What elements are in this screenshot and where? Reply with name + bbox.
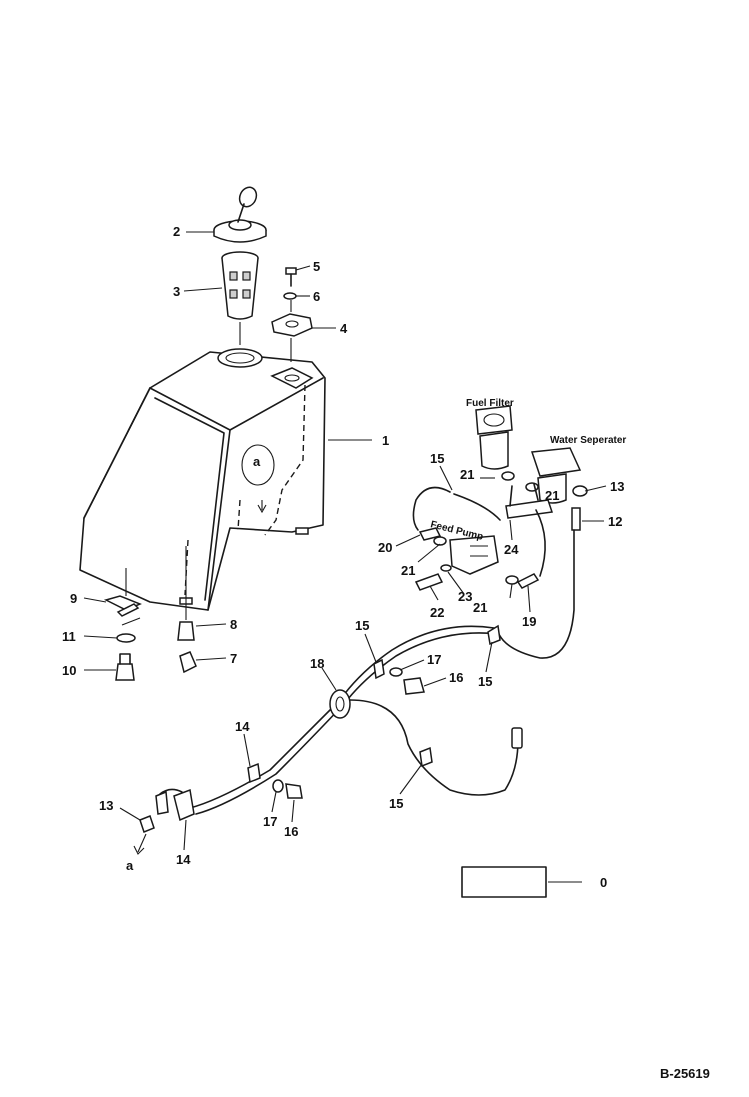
callout-1: 1 (382, 433, 389, 448)
callout-15c: 15 (478, 674, 492, 689)
drain-parts (103, 546, 197, 681)
callout-5: 5 (313, 259, 320, 274)
callout-0: 0 (600, 875, 607, 890)
filter-hoses (412, 486, 575, 659)
filler-cap (213, 186, 267, 243)
callout-10: 10 (62, 663, 76, 678)
callout-12: 12 (608, 514, 622, 529)
callout-17b: 17 (263, 814, 277, 829)
callout-13a: 13 (610, 479, 624, 494)
leader-lines (83, 231, 607, 883)
callout-7: 7 (230, 651, 237, 666)
callout-3: 3 (173, 284, 180, 299)
callout-21b: 21 (545, 488, 559, 503)
water-separator (525, 447, 588, 531)
filter-bracket (505, 483, 553, 519)
callout-9: 9 (70, 591, 77, 606)
part-0-box (461, 866, 547, 898)
callout-15d: 15 (389, 796, 403, 811)
callout-23: 23 (458, 589, 472, 604)
callout-13b: 13 (99, 798, 113, 813)
callout-14a: 14 (235, 719, 250, 734)
callout-21c: 21 (401, 563, 415, 578)
callout-19: 19 (522, 614, 536, 629)
callout-15a: 15 (430, 451, 444, 466)
callout-18: 18 (310, 656, 324, 671)
fuel-tank (79, 348, 326, 611)
callout-15b: 15 (355, 618, 369, 633)
fitting-14 (139, 788, 195, 833)
strainer (221, 251, 259, 345)
drawing-number: B-25619 (660, 1066, 710, 1081)
fuel-filter (475, 405, 515, 481)
callout-11: 11 (62, 629, 76, 644)
callout-21d: 21 (473, 600, 487, 615)
fuel-lines (189, 624, 523, 815)
callout-2: 2 (173, 224, 180, 239)
feed-pump (414, 527, 540, 591)
callout-22: 22 (430, 605, 444, 620)
callout-4: 4 (340, 321, 348, 336)
callout-6: 6 (313, 289, 320, 304)
callout-21a: 21 (460, 467, 474, 482)
callout-24: 24 (504, 542, 519, 557)
caption-fuel-filter: Fuel Filter (466, 398, 514, 409)
callout-16b: 16 (284, 824, 298, 839)
ref-a-tank: a (253, 454, 261, 469)
cover-assembly (271, 267, 313, 362)
caption-water-separator: Water Seperater (550, 435, 626, 446)
callout-14b: 14 (176, 852, 191, 867)
callout-8: 8 (230, 617, 237, 632)
ref-a-line: a (126, 858, 134, 873)
callout-20: 20 (378, 540, 392, 555)
callout-17a: 17 (427, 652, 441, 667)
callout-16a: 16 (449, 670, 463, 685)
